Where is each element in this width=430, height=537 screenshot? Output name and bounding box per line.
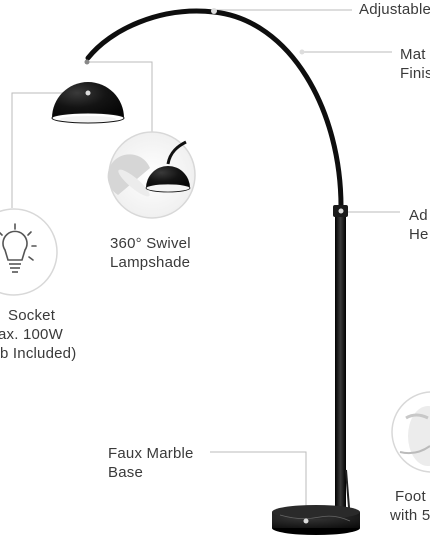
matte-marker: [299, 49, 305, 55]
lamp-pole: [335, 205, 346, 517]
callout-adjustable-height: Ad He: [409, 207, 429, 243]
lampshade-swivel-icon: [107, 131, 196, 219]
callout-matte-finish: Mat Finis: [400, 46, 430, 82]
arc-pole: [85, 8, 344, 213]
callout-faux-marble-base: Faux Marble Base: [108, 445, 194, 481]
callout-foot-switch: Foot with 5: [390, 488, 430, 524]
adjustable-joint: [211, 8, 217, 14]
foot-switch-icon: [391, 391, 430, 473]
callout-socket: Socket ax. 100W b Included): [0, 307, 77, 362]
callout-adjustable: Adjustable: [359, 1, 430, 18]
light-bulb-icon: [0, 208, 58, 296]
leader-base: [210, 451, 307, 520]
marble-base: [272, 505, 360, 535]
lamp-shade: [51, 59, 125, 124]
leader-swivel: [88, 61, 153, 132]
callout-swivel-lampshade: 360° Swivel Lampshade: [110, 235, 191, 271]
